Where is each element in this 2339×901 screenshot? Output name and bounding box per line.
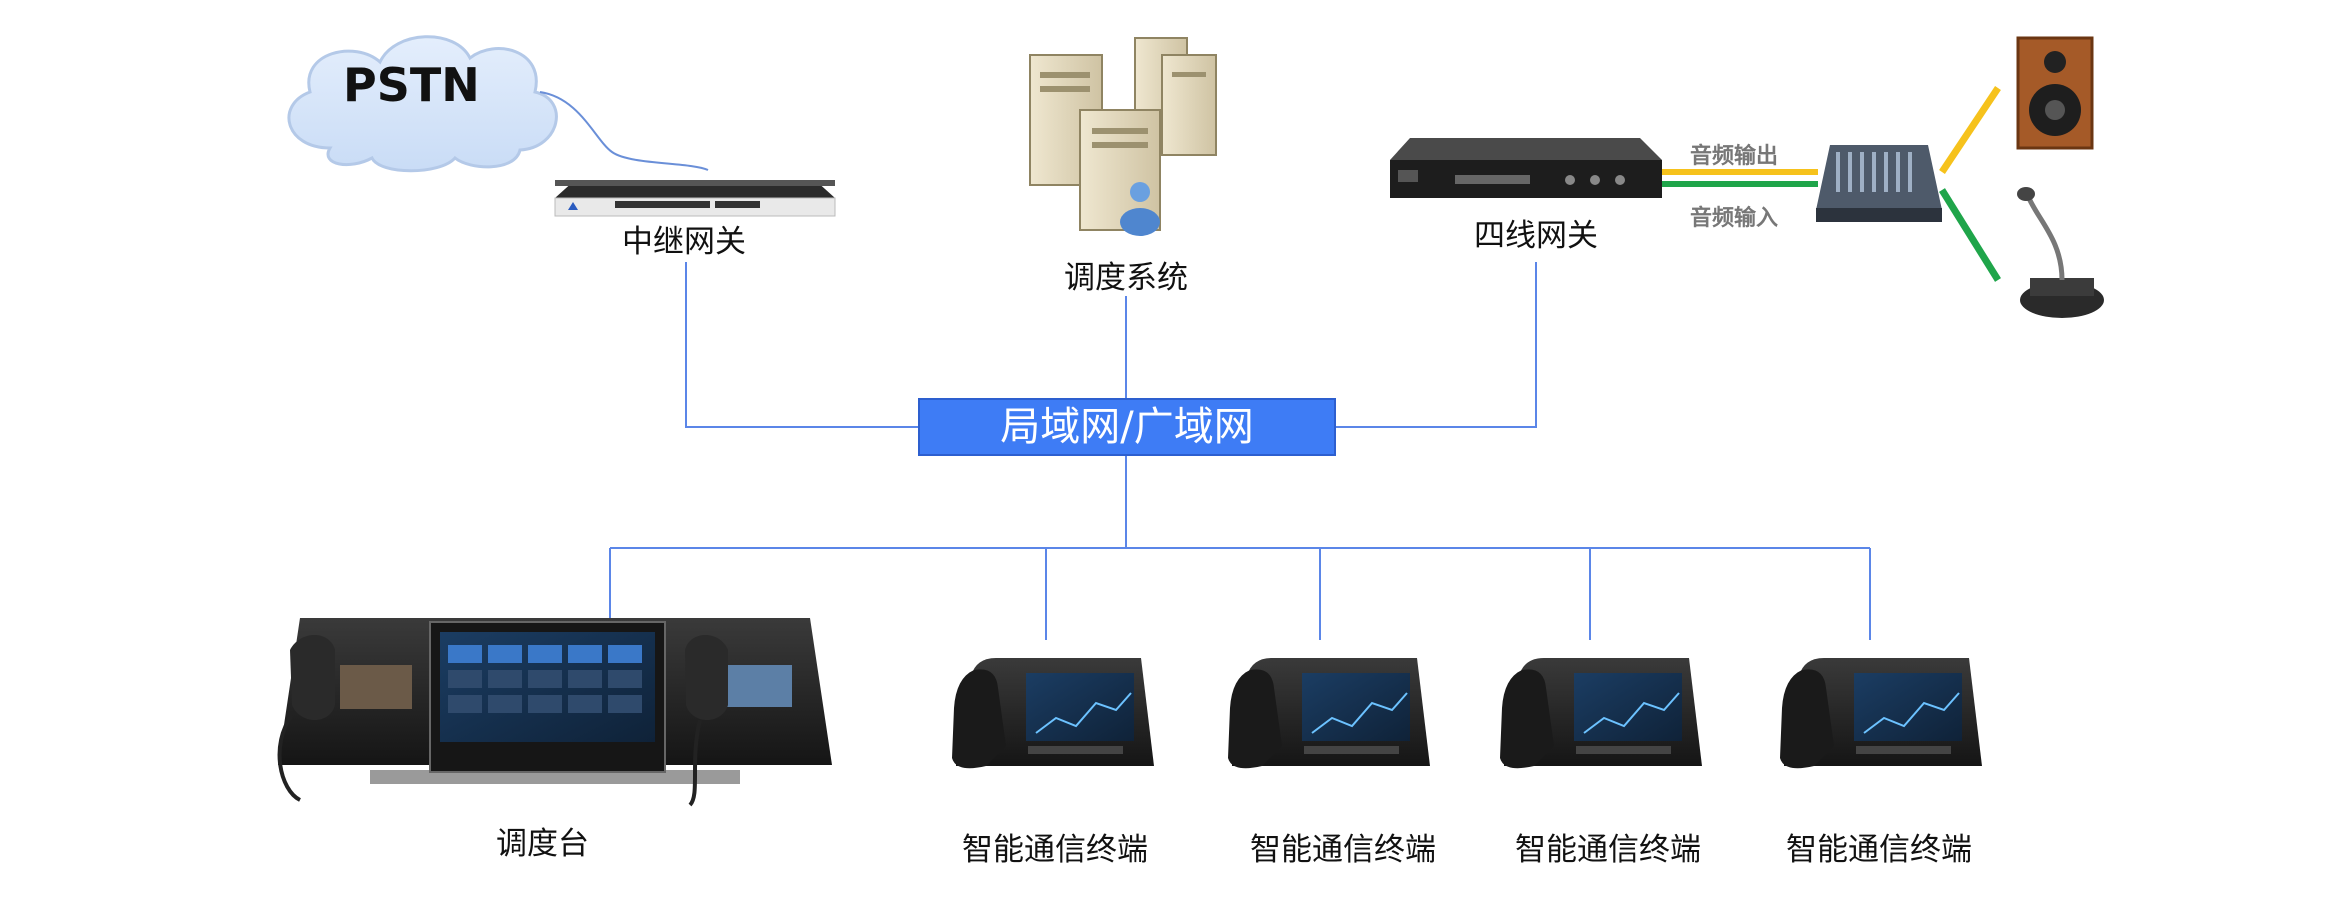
audio-output-label: 音频输出 (1690, 144, 1779, 169)
microphone-device (2017, 187, 2104, 318)
pstn-cloud (287, 35, 558, 173)
trunk-gateway-label: 中继网关 (622, 224, 746, 260)
dispatch-console-device (277, 618, 832, 807)
network-box: 局域网/广域网 (918, 398, 1336, 456)
mixer-device (1816, 145, 1942, 222)
terminal-label-1: 智能通信终端 (962, 832, 1148, 868)
terminal-label-3: 智能通信终端 (1515, 832, 1701, 868)
trunk-gateway-device (554, 180, 836, 217)
network-lines (609, 262, 1871, 640)
terminal-label-4: 智能通信终端 (1786, 832, 1972, 868)
terminal-device-4 (1780, 658, 1982, 769)
dispatch-console-label: 调度台 (496, 826, 589, 862)
audio-links (1662, 86, 2001, 282)
four-wire-gateway-device (1390, 138, 1662, 198)
terminal-device-3 (1500, 658, 1702, 769)
terminal-device-2 (1228, 658, 1430, 769)
dispatch-system-label: 调度系统 (1064, 260, 1188, 296)
pstn-label: PSTN (343, 58, 480, 112)
four-wire-gateway-label: 四线网关 (1474, 218, 1598, 254)
pstn-link (539, 91, 709, 171)
terminal-device-1 (952, 658, 1154, 769)
speaker-device (2016, 36, 2094, 150)
audio-input-label: 音频输入 (1690, 206, 1779, 231)
terminal-label-2: 智能通信终端 (1250, 832, 1436, 868)
dispatch-servers (1029, 37, 1217, 236)
